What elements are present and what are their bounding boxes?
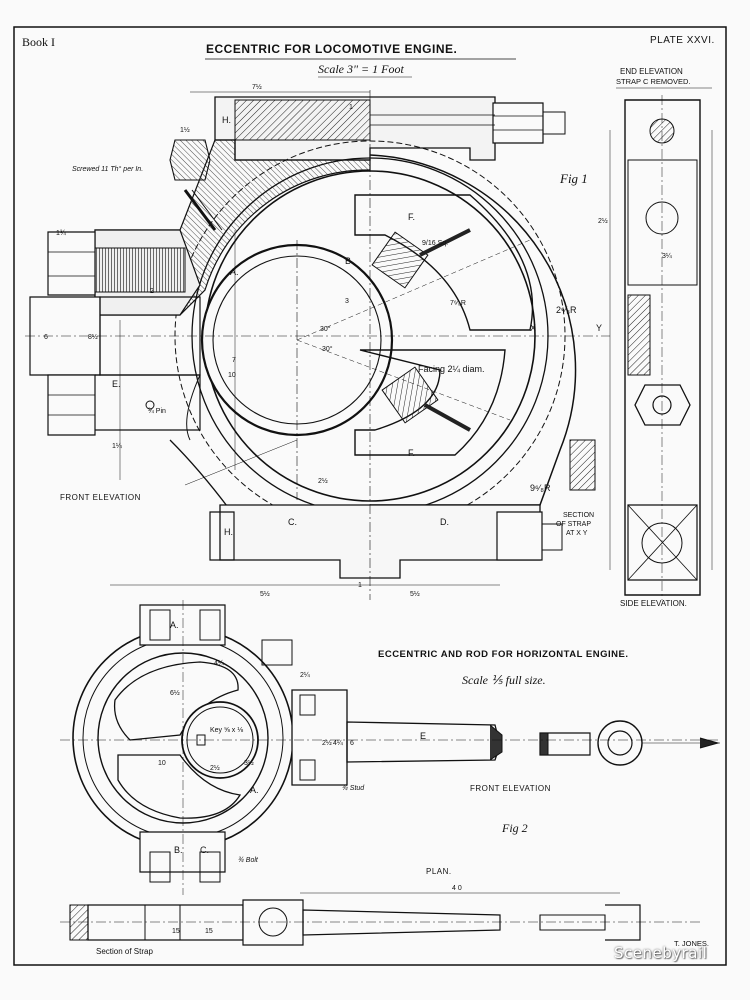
- fig1-dim-10: 5½: [410, 591, 420, 598]
- fig1-letter-d: D.: [440, 517, 449, 527]
- fig2-section-label: Section of Strap: [96, 947, 153, 956]
- facing-note: Facing 2¼ diam.: [418, 364, 485, 374]
- fig1-letter-y: Y: [596, 323, 603, 333]
- fig2-title: ECCENTRIC AND ROD FOR HORIZONTAL ENGINE.: [378, 649, 629, 660]
- fig2-front-elevation: [60, 600, 720, 895]
- fig2-dim-9: 15: [205, 928, 213, 935]
- screw-note: Screwed 11 Th° per In.: [72, 166, 144, 173]
- watermark: Scenebyrail: [614, 944, 708, 962]
- fig2-dim-7: 4¼: [214, 660, 224, 667]
- fig1-letter-e: E.: [112, 379, 121, 389]
- fig1-dim-3: 2: [150, 288, 154, 295]
- fig1-front-elevation: [25, 90, 610, 600]
- fig1-letter-c: C.: [288, 517, 297, 527]
- fig1-dim-4: 3: [345, 298, 349, 305]
- fig2-dim-1: 10: [158, 760, 166, 767]
- fig1-dim-13: 1: [349, 104, 353, 111]
- fig1-dim-16: 30°: [322, 346, 333, 353]
- fig2-dim-6: 3½: [244, 760, 254, 767]
- fig1-dim-2: 1¾: [56, 230, 66, 237]
- fig2-letter-b: B.: [174, 845, 183, 855]
- fig2-dim-5: 6: [350, 740, 354, 747]
- fig1-dim-15: 30°: [320, 326, 331, 333]
- fig2-dim-3: 2½: [322, 740, 332, 747]
- side-elevation-label: SIDE ELEVATION.: [620, 599, 687, 608]
- fig1-dim-1: 1½: [180, 127, 190, 134]
- fig1-dim-17: 1¼: [112, 443, 122, 450]
- fig1-dim-5: 7: [232, 357, 236, 364]
- fig2-letter-a-center: A.: [250, 785, 259, 795]
- fig1-dim-11: 2½: [318, 478, 328, 485]
- fig2-letter-a-top: A.: [170, 620, 179, 630]
- end-elevation-title: END ELEVATION: [620, 67, 683, 76]
- fig1-letter-x: X: [530, 323, 537, 333]
- fig2-front-label: FRONT ELEVATION: [470, 784, 551, 793]
- fig2-scale: Scale ⅕ full size.: [462, 673, 546, 687]
- fig1-view-label: FRONT ELEVATION: [60, 493, 141, 502]
- fig1-dim-18: 3¼: [662, 253, 672, 260]
- fig1-letter-h-bottom: H.: [224, 527, 233, 537]
- fig2-dim-2: 2¼: [300, 672, 310, 679]
- section-note-1: SECTION: [563, 512, 595, 519]
- fig2-dim-4: 4¼: [333, 740, 343, 747]
- fig1-letter-f-top: F.: [408, 212, 416, 222]
- fig1-dim-14: 1: [358, 582, 362, 589]
- fig1-dim-7: 6: [44, 334, 48, 341]
- fig2-key-note: Key ⅝ x ⅛: [210, 727, 244, 734]
- fig2-bolt-note: ¾ Bolt: [238, 857, 258, 864]
- page-scale: Scale 3" = 1 Foot: [318, 62, 404, 76]
- sheet-border: [14, 27, 726, 965]
- side-elevation: [570, 95, 712, 600]
- section-note-3: AT X Y: [566, 530, 588, 537]
- fig1-letter-h-top: H.: [222, 115, 231, 125]
- end-elevation-subtitle: STRAP C REMOVED.: [616, 77, 691, 86]
- fig2-stud-note: ¾ Stud: [342, 785, 365, 792]
- radius-3: 7⁶⁄₈R: [450, 300, 466, 307]
- fig2-letter-e: E: [420, 731, 427, 741]
- pin-note: ¾ Pin: [148, 408, 166, 415]
- book-label: Book I: [22, 35, 55, 49]
- radius-2: 9⁶⁄₈R: [530, 483, 551, 493]
- fig1-label: Fig 1: [560, 171, 588, 186]
- fig2-dim-10: 4 0: [452, 885, 462, 892]
- fig2-plan-label: PLAN.: [426, 867, 452, 876]
- square-note: 9/16 Sq.: [422, 240, 449, 247]
- fig1-dim-8: 8½: [88, 334, 98, 341]
- page-title: ECCENTRIC FOR LOCOMOTIVE ENGINE.: [206, 42, 458, 56]
- fig2-plan: [60, 893, 700, 945]
- fig1-letter-b: B.: [345, 256, 354, 266]
- fig1-letter-a: A.: [230, 267, 239, 277]
- signature: T. JONES.: [674, 939, 710, 948]
- plate-label: PLATE XXVI.: [650, 35, 715, 46]
- fig1-letter-f-bottom: F.: [408, 448, 416, 458]
- fig1-dim-6: 10: [228, 372, 236, 379]
- fig2-label: Fig 2: [502, 821, 528, 835]
- fig1-dim-12: 2½: [598, 218, 608, 225]
- fig2-letter-c: C.: [200, 845, 209, 855]
- fig2-dim-0: 6½: [170, 690, 180, 697]
- fig1-dim-9: 5½: [260, 591, 270, 598]
- fig2-dim-11: 2½: [210, 765, 220, 772]
- radius-1: 2⁶⁄₈R: [556, 305, 577, 315]
- fig1-dim-0: 7½: [252, 84, 262, 91]
- fig2-dim-8: 15: [172, 928, 180, 935]
- section-note-2: OF STRAP: [556, 521, 592, 528]
